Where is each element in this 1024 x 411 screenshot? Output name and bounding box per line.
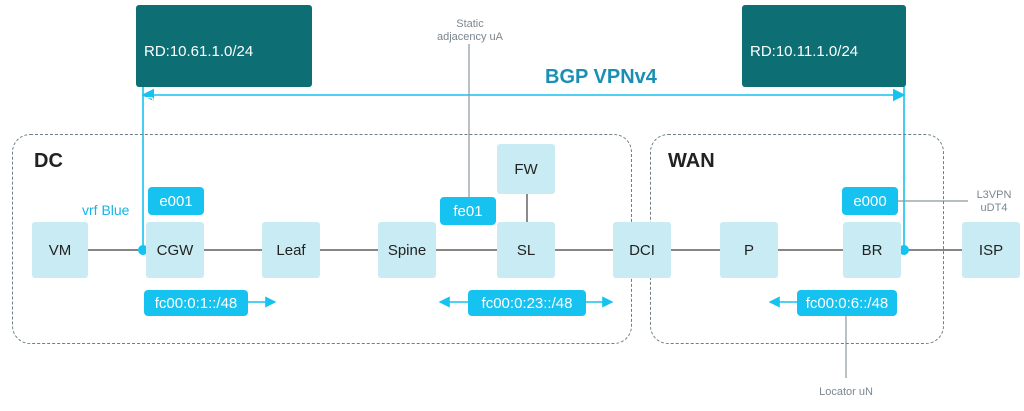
left-rd-line-2: RT= 1:1 — [144, 94, 198, 111]
static-adjacency-line-1: Static — [456, 18, 484, 30]
tag-e001: e001 — [148, 187, 204, 215]
left-route-distinguisher-box: RD:10.61.1.0/24 RT= 1:1 NH= fc00:0:6::1 … — [136, 5, 312, 213]
locator-note: Locator uN — [819, 386, 873, 398]
right-rd-line-1: RD:10.11.1.0/24 — [750, 43, 859, 60]
node-leaf: Leaf — [262, 222, 320, 278]
br-attach-dot — [899, 245, 909, 255]
node-sl: SL — [497, 222, 555, 278]
right-rd-line-2: RT= 1:1 — [750, 94, 804, 111]
node-p: P — [720, 222, 778, 278]
l3vpn-line-1: L3VPN — [976, 189, 1012, 201]
l3vpn-line-2: uDT4 — [980, 202, 1008, 214]
tag-e000: e000 — [842, 187, 898, 215]
dc-zone-label: DC — [34, 150, 63, 172]
prefix-dc-cgw: fc00:0:1::/48 — [144, 290, 248, 316]
node-dci: DCI — [613, 222, 671, 278]
left-rd-line-3: NH= fc00:0:6::1 — [144, 145, 249, 162]
prefix-wan-br: fc00:0:6::/48 — [797, 290, 897, 316]
node-fw: FW — [497, 144, 555, 194]
static-adjacency-note: Static adjacency uA — [420, 18, 520, 44]
node-vm: VM — [32, 222, 88, 278]
right-route-distinguisher-box: RD:10.11.1.0/24 RT= 1:1 NH= fc00:0:1::1 … — [742, 5, 906, 213]
cgw-attach-dot — [138, 245, 148, 255]
prefix-dc-sl: fc00:0:23::/48 — [468, 290, 586, 316]
right-rd-line-3: NH= fc00:0:1::1 — [750, 145, 855, 162]
wan-zone-label: WAN — [668, 150, 715, 172]
node-spine: Spine — [378, 222, 436, 278]
left-rd-line-1: RD:10.61.1.0/24 — [144, 43, 254, 60]
bgp-vpnv4-label: BGP VPNv4 — [545, 66, 657, 88]
node-br: BR — [843, 222, 901, 278]
node-isp: ISP — [962, 222, 1020, 278]
tag-fe01: fe01 — [440, 197, 496, 225]
node-cgw: CGW — [146, 222, 204, 278]
static-adjacency-line-2: adjacency uA — [436, 31, 504, 43]
l3vpn-note: L3VPN uDT4 — [966, 189, 1022, 215]
vrf-label: vrf Blue — [82, 202, 130, 218]
